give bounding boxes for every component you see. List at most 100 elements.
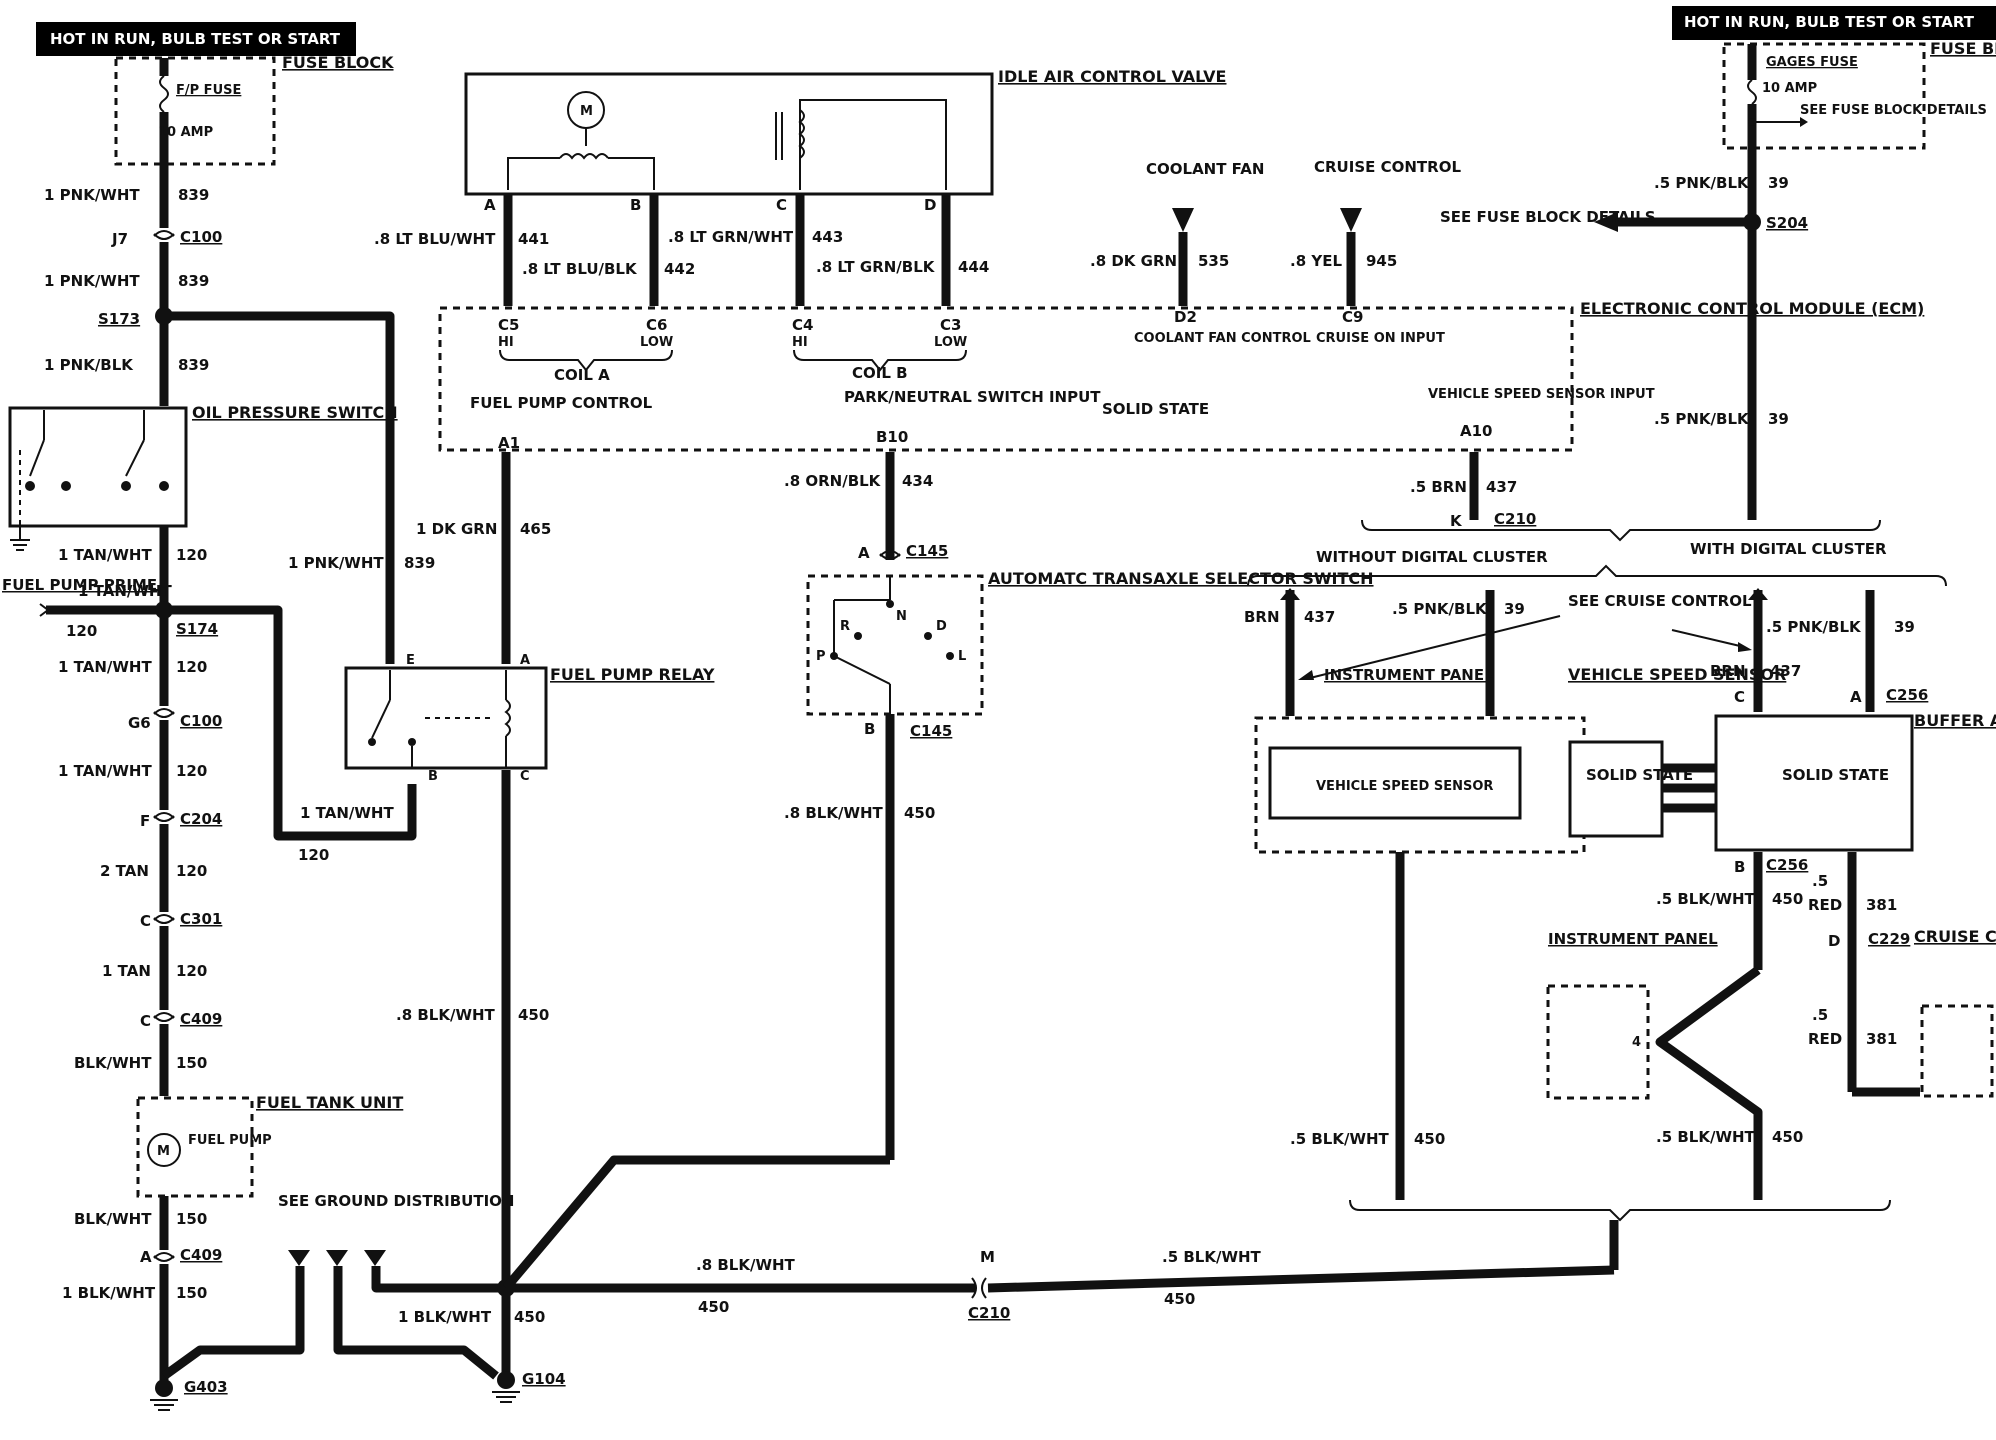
svg-text:C229: C229 xyxy=(1868,930,1910,948)
svg-text:.5 PNK/BLK: .5 PNK/BLK xyxy=(1654,174,1750,192)
svg-text:G403: G403 xyxy=(184,1378,228,1396)
svg-text:C: C xyxy=(776,196,787,214)
svg-text:COIL A: COIL A xyxy=(554,366,610,384)
svg-text:S173: S173 xyxy=(98,310,140,328)
svg-text:K: K xyxy=(1450,512,1463,530)
vss-label: VEHICLE SPEED SENSOR xyxy=(1568,665,1786,684)
svg-text:CRUISE ON INPUT: CRUISE ON INPUT xyxy=(1316,331,1445,346)
svg-text:RED: RED xyxy=(1808,1030,1842,1048)
svg-text:39: 39 xyxy=(1504,600,1525,618)
svg-text:C210: C210 xyxy=(1494,510,1536,528)
svg-text:450: 450 xyxy=(698,1298,729,1316)
svg-text:434: 434 xyxy=(902,472,933,490)
svg-text:C9: C9 xyxy=(1342,308,1363,326)
svg-text:S204: S204 xyxy=(1766,214,1808,232)
svg-text:442: 442 xyxy=(664,260,695,278)
svg-text:1 DK GRN: 1 DK GRN xyxy=(416,520,497,538)
svg-text:R: R xyxy=(840,619,850,634)
wire-465: 1 DK GRN 465 xyxy=(416,452,551,664)
svg-text:.5 BRN: .5 BRN xyxy=(1410,478,1467,496)
svg-text:C: C xyxy=(520,769,530,784)
svg-text:COOLANT FAN CONTROL: COOLANT FAN CONTROL xyxy=(1134,331,1311,346)
svg-text:FUEL PUMP CONTROL: FUEL PUMP CONTROL xyxy=(470,394,653,412)
fuel-tank-unit: M FUEL PUMP FUEL TANK UNIT xyxy=(136,1093,403,1198)
ground-g104: G104 1 BLK/WHT 450 xyxy=(398,1279,566,1403)
svg-text:C256: C256 xyxy=(1886,686,1928,704)
svg-text:HOT IN RUN, BULB TEST OR START: HOT IN RUN, BULB TEST OR START xyxy=(50,30,341,48)
svg-text:LOW: LOW xyxy=(640,335,673,350)
svg-text:M: M xyxy=(980,1248,995,1266)
buffer-amp-outputs: B C256 .5 BLK/WHT 450 .5 BLK/WHT 450 INS… xyxy=(1546,852,1996,1200)
svg-text:450: 450 xyxy=(518,1006,549,1024)
svg-text:1 PNK/BLK: 1 PNK/BLK xyxy=(44,356,134,374)
fuel-pump-prime-label: FUEL PUMP PRIME xyxy=(2,576,157,594)
instrument-panel-2-label: INSTRUMENT PANEL xyxy=(1548,930,1718,948)
svg-text:1 PNK/WHT: 1 PNK/WHT xyxy=(288,554,384,572)
svg-text:1 PNK/WHT: 1 PNK/WHT xyxy=(44,186,140,204)
svg-text:.8 LT GRN/WHT: .8 LT GRN/WHT xyxy=(668,228,794,246)
svg-text:C210: C210 xyxy=(968,1304,1010,1322)
fuel-pump-motor-icon xyxy=(147,1133,181,1167)
svg-text:SEE CRUISE CONTROL: SEE CRUISE CONTROL xyxy=(1568,592,1752,610)
cruise-control-input: CRUISE CONTROL .8 YEL 945 xyxy=(1290,158,1461,306)
svg-text:WITHOUT DIGITAL CLUSTER: WITHOUT DIGITAL CLUSTER xyxy=(1316,548,1548,566)
svg-text:BLK/WHT: BLK/WHT xyxy=(74,1054,152,1072)
svg-text:839: 839 xyxy=(178,272,209,290)
svg-text:450: 450 xyxy=(904,804,935,822)
svg-text:A: A xyxy=(858,544,870,562)
svg-text:C: C xyxy=(140,1012,151,1030)
svg-text:C100: C100 xyxy=(180,712,222,730)
svg-text:.8 BLK/WHT: .8 BLK/WHT xyxy=(396,1006,496,1024)
svg-text:1 TAN/WHT: 1 TAN/WHT xyxy=(78,582,172,600)
iac-valve-label: IDLE AIR CONTROL VALVE xyxy=(998,67,1226,86)
svg-text:C3: C3 xyxy=(940,316,961,334)
svg-text:150: 150 xyxy=(176,1054,207,1072)
svg-text:39: 39 xyxy=(1768,410,1789,428)
see-ground-distribution: SEE GROUND DISTRIBUTION xyxy=(278,1192,514,1380)
svg-text:C256: C256 xyxy=(1766,856,1808,874)
svg-text:D: D xyxy=(924,196,936,214)
svg-text:39: 39 xyxy=(1768,174,1789,192)
svg-text:L: L xyxy=(958,649,966,664)
svg-text:4: 4 xyxy=(1632,1035,1641,1050)
svg-text:G6: G6 xyxy=(128,714,151,732)
without-cluster-section: BRN 437 .5 PNK/BLK 39 SEE CRUISE CONTROL… xyxy=(1244,564,1947,1200)
svg-text:SEE FUSE BLOCK DETAILS: SEE FUSE BLOCK DETAILS xyxy=(1800,103,1987,118)
svg-text:C4: C4 xyxy=(792,316,813,334)
cluster-labels: WITHOUT DIGITAL CLUSTER WITH DIGITAL CLU… xyxy=(1316,540,1887,566)
svg-text:150: 150 xyxy=(176,1210,207,1228)
svg-text:C301: C301 xyxy=(180,910,222,928)
wire-434: .8 ORN/BLK 434 A C145 xyxy=(784,452,948,562)
svg-text:437: 437 xyxy=(1770,662,1801,680)
svg-text:120: 120 xyxy=(176,658,207,676)
svg-text:381: 381 xyxy=(1866,896,1897,914)
svg-text:120: 120 xyxy=(176,962,207,980)
svg-text:1 TAN/WHT: 1 TAN/WHT xyxy=(300,804,394,822)
svg-text:C204: C204 xyxy=(180,810,222,828)
svg-text:.5 BLK/WHT: .5 BLK/WHT xyxy=(1656,890,1756,908)
svg-text:945: 945 xyxy=(1366,252,1397,270)
fuel-pump-prime: FUEL PUMP PRIME 120 S174 1 TAN/WHT 120 xyxy=(2,576,417,864)
idle-air-control-valve: M IDLE AIR CONTROL VALVE xyxy=(464,67,1226,196)
svg-text:441: 441 xyxy=(518,230,549,248)
svg-text:1 TAN/WHT: 1 TAN/WHT xyxy=(58,658,152,676)
svg-text:B: B xyxy=(630,196,641,214)
svg-text:P: P xyxy=(816,649,826,664)
svg-text:A: A xyxy=(484,196,496,214)
gages-fuse-label: GAGES FUSE xyxy=(1766,55,1858,70)
svg-text:E: E xyxy=(406,653,415,668)
fp-fuse-label: F/P FUSE xyxy=(176,83,241,98)
connector-c204: F C204 xyxy=(140,810,222,830)
fuse-symbol-icon xyxy=(1747,79,1757,105)
svg-text:839: 839 xyxy=(178,186,209,204)
oil-pressure-switch-label: OIL PRESSURE SWITCH xyxy=(192,403,398,422)
svg-text:120: 120 xyxy=(176,862,207,880)
fuse-symbol-icon xyxy=(159,75,169,113)
svg-text:C145: C145 xyxy=(910,722,952,740)
svg-text:C145: C145 xyxy=(906,542,948,560)
svg-text:.5 PNK/BLK: .5 PNK/BLK xyxy=(1654,410,1750,428)
connector-c409-b: A C409 xyxy=(140,1246,222,1266)
